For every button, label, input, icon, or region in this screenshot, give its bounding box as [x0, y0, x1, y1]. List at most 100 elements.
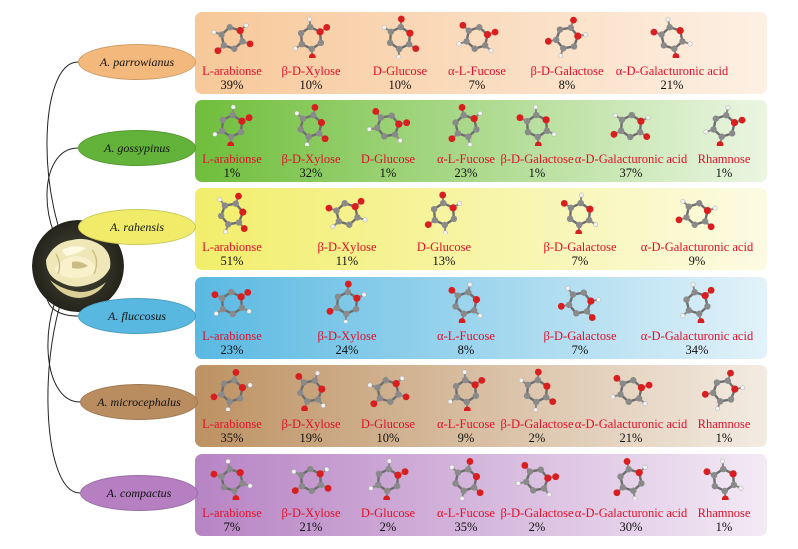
- pyranose-ring-molecule-icon: [604, 367, 658, 416]
- sugar-name: β-D-Xylose: [317, 240, 377, 254]
- sugar-percent: 23%: [220, 343, 244, 357]
- sugar-name: L-arabionse: [202, 240, 262, 254]
- pyranose-ring-molecule-icon: [510, 456, 564, 505]
- pyranose-ring-molecule-icon: [284, 14, 338, 63]
- sugar-percent: 2%: [528, 520, 546, 534]
- sugar-percent: 10%: [388, 78, 412, 92]
- sugar-name: Rhamnose: [697, 152, 751, 166]
- sugar-name: L-arabionse: [202, 152, 262, 166]
- sugar-name: β-D-Galactose: [500, 417, 574, 431]
- pyranose-ring-molecule-icon: [697, 102, 751, 151]
- sugar-name: Rhamnose: [697, 417, 751, 431]
- pyranose-ring-molecule-icon: [373, 14, 427, 63]
- species-label: A. fluccosus: [78, 298, 196, 334]
- sugar-percent: 10%: [376, 431, 400, 445]
- sugar-name: L-arabionse: [202, 506, 262, 520]
- pyranose-ring-molecule-icon: [205, 14, 259, 63]
- sugar-percent: 7%: [571, 254, 589, 268]
- sugar-name: L-arabionse: [202, 64, 262, 78]
- sugar-name: β-D-Galactose: [500, 506, 574, 520]
- pyranose-ring-molecule-icon: [284, 367, 338, 416]
- sugar-name: β-D-Xylose: [281, 64, 341, 78]
- sugar-percent: 10%: [299, 78, 323, 92]
- pyranose-ring-molecule-icon: [205, 279, 259, 328]
- sugar-percent: 35%: [220, 431, 244, 445]
- sugar-percent: 7%: [571, 343, 589, 357]
- pyranose-ring-molecule-icon: [205, 190, 259, 239]
- pyranose-ring-molecule-icon: [697, 367, 751, 416]
- sugar-name: α-L-Fucose: [448, 64, 506, 78]
- pyranose-ring-molecule-icon: [284, 456, 338, 505]
- sugar-name: α-D-Galacturonic acid: [640, 240, 754, 254]
- sugar-name: β-D-Galactose: [543, 329, 617, 343]
- sugar-percent: 9%: [688, 254, 706, 268]
- sugar-name: L-arabionse: [202, 417, 262, 431]
- pyranose-ring-molecule-icon: [553, 279, 607, 328]
- sugar-name: D-Glucose: [360, 152, 416, 166]
- sugar-percent: 21%: [660, 78, 684, 92]
- sugar-percent: 51%: [220, 254, 244, 268]
- sugar-name: D-Glucose: [416, 240, 472, 254]
- sugar-percent: 24%: [335, 343, 359, 357]
- sugar-name: Rhamnose: [697, 506, 751, 520]
- sugar-percent: 1%: [715, 431, 733, 445]
- sugar-percent: 2%: [379, 520, 397, 534]
- sugar-name: β-D-Xylose: [317, 329, 377, 343]
- sugar-percent: 1%: [528, 166, 546, 180]
- pyranose-ring-molecule-icon: [361, 456, 415, 505]
- sugar-name: D-Glucose: [360, 417, 416, 431]
- sugar-percent: 21%: [299, 520, 323, 534]
- sugar-name: β-D-Xylose: [281, 506, 341, 520]
- sugar-percent: 1%: [379, 166, 397, 180]
- sugar-percent: 7%: [468, 78, 486, 92]
- sugar-percent: 9%: [457, 431, 475, 445]
- sugar-percent: 37%: [619, 166, 643, 180]
- sugar-name: α-D-Galacturonic acid: [615, 64, 729, 78]
- pyranose-ring-molecule-icon: [670, 279, 724, 328]
- sugar-percent: 32%: [299, 166, 323, 180]
- pyranose-ring-molecule-icon: [439, 279, 493, 328]
- pyranose-ring-molecule-icon: [439, 367, 493, 416]
- sugar-percent: 39%: [220, 78, 244, 92]
- sugar-name: D-Glucose: [372, 64, 428, 78]
- sugar-name: α-D-Galacturonic acid: [574, 417, 688, 431]
- pyranose-ring-molecule-icon: [205, 456, 259, 505]
- pyranose-ring-molecule-icon: [284, 102, 338, 151]
- sugar-percent: 21%: [619, 431, 643, 445]
- sugar-name: β-D-Galactose: [543, 240, 617, 254]
- sugar-percent: 8%: [457, 343, 475, 357]
- sugar-name: α-L-Fucose: [437, 329, 495, 343]
- species-label: A. compactus: [80, 475, 198, 511]
- species-label: A. rahensis: [78, 209, 196, 245]
- pyranose-ring-molecule-icon: [540, 14, 594, 63]
- pyranose-ring-molecule-icon: [439, 456, 493, 505]
- species-label: A. gossypinus: [78, 130, 196, 166]
- species-label: A. microcephalus: [80, 384, 198, 420]
- pyranose-ring-molecule-icon: [553, 190, 607, 239]
- sugar-name: β-D-Xylose: [281, 152, 341, 166]
- pyranose-ring-molecule-icon: [510, 102, 564, 151]
- sugar-percent: 30%: [619, 520, 643, 534]
- sugar-name: α-D-Galacturonic acid: [640, 329, 754, 343]
- sugar-name: L-arabionse: [202, 329, 262, 343]
- sugar-percent: 35%: [454, 520, 478, 534]
- sugar-percent: 1%: [715, 520, 733, 534]
- pyranose-ring-molecule-icon: [205, 102, 259, 151]
- sugar-percent: 8%: [558, 78, 576, 92]
- sugar-percent: 7%: [223, 520, 241, 534]
- sugar-percent: 13%: [432, 254, 456, 268]
- sugar-percent: 34%: [685, 343, 709, 357]
- pyranose-ring-molecule-icon: [320, 190, 374, 239]
- sugar-percent: 19%: [299, 431, 323, 445]
- pyranose-ring-molecule-icon: [205, 367, 259, 416]
- sugar-percent: 1%: [223, 166, 241, 180]
- pyranose-ring-molecule-icon: [697, 456, 751, 505]
- sugar-name: α-L-Fucose: [437, 152, 495, 166]
- sugar-name: α-D-Galacturonic acid: [574, 152, 688, 166]
- species-label: A. parrowianus: [78, 44, 196, 80]
